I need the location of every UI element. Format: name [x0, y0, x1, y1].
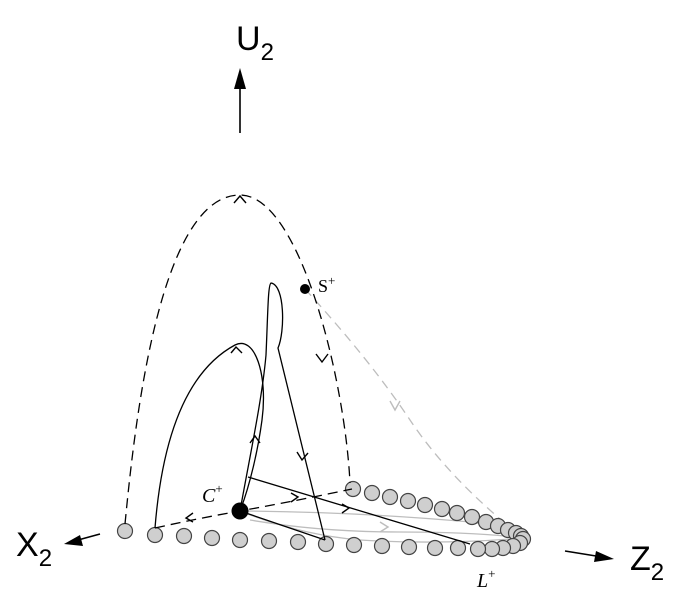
x-axis-line: [77, 533, 101, 541]
dashed-separatrix: [124, 194, 351, 525]
orbit-left-loop: [154, 342, 265, 529]
chain-point: [373, 537, 391, 555]
z-axis: Z2: [564, 540, 664, 586]
chain-point: [381, 488, 399, 506]
orbit-to-chain: [239, 510, 326, 541]
orbit-to-l-plus: [247, 476, 471, 545]
solid-trajectories: [154, 282, 471, 545]
x-axis: X2: [16, 526, 101, 572]
chain-point: [317, 535, 335, 553]
z-axis-label: Z2: [630, 540, 664, 586]
chain-point: [231, 531, 249, 549]
chain-point: [344, 480, 362, 498]
chain-point: [400, 538, 418, 556]
chain-point: [289, 533, 307, 551]
chain-point: [345, 536, 363, 554]
s-plus-label: S+: [318, 273, 335, 296]
faint-orbit-inner: [249, 519, 516, 538]
chain-point: [426, 539, 444, 557]
u-axis-label: U2: [236, 20, 274, 66]
x-axis-label: X2: [16, 526, 52, 572]
arrow-icon: [184, 512, 194, 523]
dashed-heteroclinic: [154, 488, 353, 529]
arrow-icon: [249, 434, 261, 444]
arrow-icon: [296, 451, 309, 462]
chain-point: [175, 527, 193, 545]
arrow-icon: [230, 345, 243, 354]
chain-point: [483, 540, 501, 558]
chain-point: [116, 522, 134, 540]
chain-point: [433, 500, 451, 518]
chain-point: [399, 492, 417, 510]
faint-arrow-icon: [379, 521, 390, 533]
dashed-trajectories: [124, 194, 353, 529]
direction-arrows: [184, 194, 351, 523]
chain-point: [448, 504, 466, 522]
orbit-tall-loop: [239, 282, 326, 541]
faint-dashed-orbit: [304, 288, 524, 539]
u-axis-arrow-icon: [234, 68, 246, 89]
arrow-icon: [341, 503, 351, 514]
faint-arrow-icon: [389, 400, 401, 412]
z-axis-arrow-icon: [594, 551, 614, 562]
chain-point: [363, 484, 381, 502]
chain-point: [203, 529, 221, 547]
u-axis: U2: [234, 20, 274, 133]
chain-point: [469, 540, 487, 558]
chain-point: [260, 532, 278, 550]
x-axis-arrow-icon: [64, 535, 83, 546]
c-plus-label: C+: [202, 481, 223, 507]
arrow-icon: [290, 492, 300, 503]
chain-point: [463, 508, 481, 526]
c-plus-point: [231, 502, 249, 520]
z-axis-line: [564, 550, 597, 557]
critical-point-chain: [116, 480, 532, 558]
arrow-icon: [233, 194, 247, 204]
arrow-icon: [315, 353, 329, 364]
chain-point: [146, 526, 164, 544]
chain-point: [416, 496, 434, 514]
s-plus-point: [300, 284, 310, 294]
l-plus-label: L+: [476, 566, 495, 592]
chain-point: [449, 539, 467, 557]
